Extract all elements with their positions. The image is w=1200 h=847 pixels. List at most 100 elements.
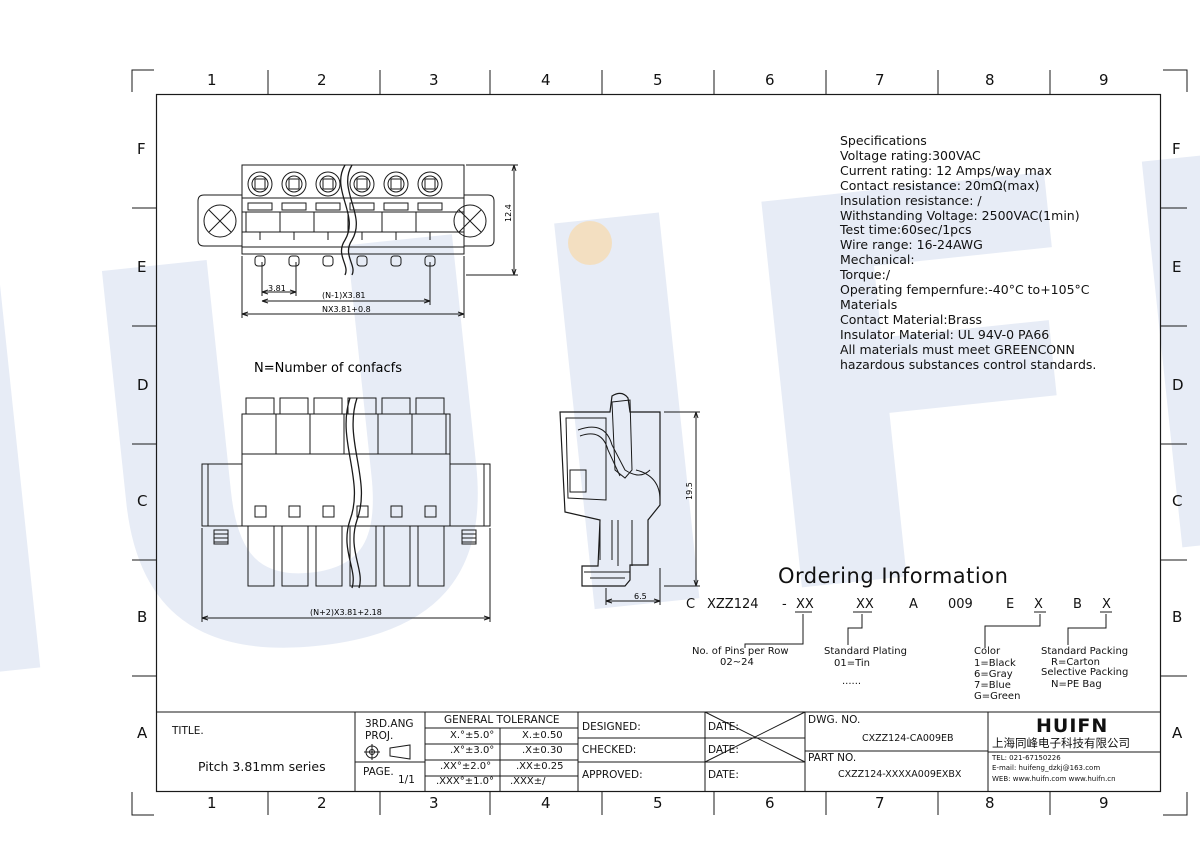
ordering-code-part: XZZ124 <box>707 597 759 612</box>
color-option: G=Green <box>974 691 1021 702</box>
title-value: Pitch 3.81mm series <box>198 759 326 774</box>
ruler-col-bottom-7: 7 <box>875 794 885 812</box>
contact-window <box>254 505 267 518</box>
ruler-col-bottom-5: 5 <box>653 794 663 812</box>
proj-label: 3RD.ANG <box>365 718 414 730</box>
top-pin <box>356 255 368 267</box>
dim-pitch: 3.81 <box>268 284 286 293</box>
spec-line: Mechanical: <box>840 252 915 268</box>
color-option: 1=Black <box>974 658 1016 669</box>
ordering-code-part: - <box>782 597 787 612</box>
dim-side-width: 6.5 <box>634 592 647 601</box>
packing-label: Standard Packing <box>1041 646 1129 657</box>
ruler-row-left-F: F <box>137 140 146 158</box>
top-view <box>197 164 518 318</box>
checked-date-label: DATE: <box>708 744 739 756</box>
tolerance-angle: X.°±5.0° <box>450 730 495 741</box>
terminal-clamp <box>315 202 341 211</box>
ruler-col-bottom-6: 6 <box>765 794 775 812</box>
terminal-screw-slot <box>322 178 334 190</box>
top-pin <box>288 255 300 267</box>
terminal-clamp <box>383 202 409 211</box>
tolerance-linear: .XXX±/ <box>510 776 546 787</box>
terminal-screw-slot <box>390 178 402 190</box>
tolerance-angle: .XXX°±1.0° <box>436 776 495 787</box>
tolerance-angle: .XX°±2.0° <box>440 761 492 772</box>
tolerance-angle: .X°±3.0° <box>450 745 495 756</box>
left-flange <box>197 194 242 247</box>
tolerance-linear: .XX±0.25 <box>516 761 564 772</box>
spec-line: Current rating: 12 Amps/way max <box>840 162 1052 178</box>
front-view <box>201 397 491 622</box>
ruler-col-top-6: 6 <box>765 71 775 89</box>
ruler-col-bottom-1: 1 <box>207 794 217 812</box>
pins-range: 02~24 <box>720 657 754 668</box>
ruler-col-top-7: 7 <box>875 71 885 89</box>
page-label: PAGE. <box>363 766 394 778</box>
terminal-screw-inner <box>285 175 303 193</box>
terminal-screw <box>383 171 409 197</box>
ruler-col-top-1: 1 <box>207 71 217 89</box>
tolerance-linear: X.±0.50 <box>522 730 563 741</box>
title-label: TITLE. <box>172 725 204 737</box>
terminal-clamp <box>349 202 375 211</box>
left-flange-screw <box>203 204 237 238</box>
ordering-code-part: X <box>1034 597 1043 612</box>
plating-label: Standard Plating <box>824 646 907 657</box>
proj-label-2: PROJ. <box>365 730 394 742</box>
plating-value: 01=Tin <box>834 658 871 669</box>
company-tel: TEL: 021-67150226 <box>992 754 1061 762</box>
ordering-leaders <box>744 611 1112 648</box>
ruler-row-right-A: A <box>1172 724 1183 742</box>
front-right-flange <box>449 463 491 527</box>
terminal-clamp <box>281 202 307 211</box>
ordering-code-part: 009 <box>948 597 973 612</box>
ruler-col-top-2: 2 <box>317 71 327 89</box>
ruler-col-bottom-4: 4 <box>541 794 551 812</box>
contacts-note: N=Number of confacfs <box>254 361 402 376</box>
top-pin <box>254 255 266 267</box>
terminal-screw <box>349 171 375 197</box>
spec-line: All materials must meet GREENCONN <box>840 341 1075 357</box>
terminal-screw-slot <box>424 178 436 190</box>
title-block-grid <box>156 711 1161 792</box>
ruler-row-right-C: C <box>1172 492 1183 510</box>
ruler-row-left-C: C <box>137 492 148 510</box>
page-value: 1/1 <box>398 774 415 786</box>
spec-line: Operating fempernfure:-40°C to+105°C <box>840 282 1090 298</box>
spec-line: Insulation resistance: / <box>840 192 982 208</box>
designed-date-label: DATE: <box>708 721 739 733</box>
terminal-screw-slot <box>288 178 300 190</box>
top-pin <box>322 255 334 267</box>
terminal-screw-inner <box>353 175 371 193</box>
terminal-clamp <box>417 202 443 211</box>
side-view <box>559 392 700 605</box>
designed-label: DESIGNED: <box>582 721 641 733</box>
right-flange-screw <box>453 204 487 238</box>
selective-value: N=PE Bag <box>1051 679 1102 690</box>
approved-date-label: DATE: <box>708 769 739 781</box>
contact-window <box>424 505 437 518</box>
ordering-code-part: B <box>1073 597 1082 612</box>
dim-side-height: 19.5 <box>685 482 694 500</box>
terminal-screw <box>247 171 273 197</box>
pins-label: No. of Pins per Row <box>692 646 789 657</box>
dwg-no-value: CXZZ124-CA009EB <box>862 733 954 744</box>
ruler-row-right-D: D <box>1172 376 1184 394</box>
contact-window <box>356 505 369 518</box>
terminal-screw-inner <box>319 175 337 193</box>
top-pin <box>390 255 402 267</box>
approved-label: APPROVED: <box>582 769 643 781</box>
ordering-code-part: E <box>1006 597 1015 612</box>
company-web: WEB: www.huifn.com www.huifn.cn <box>992 775 1116 783</box>
ruler-col-bottom-8: 8 <box>985 794 995 812</box>
ruler-row-right-F: F <box>1172 140 1181 158</box>
tolerance-linear: .X±0.30 <box>522 745 563 756</box>
contact-window <box>322 505 335 518</box>
spec-line: Withstanding Voltage: 2500VAC(1min) <box>840 207 1080 223</box>
ruler-col-bottom-9: 9 <box>1099 794 1109 812</box>
front-leg <box>417 525 445 587</box>
